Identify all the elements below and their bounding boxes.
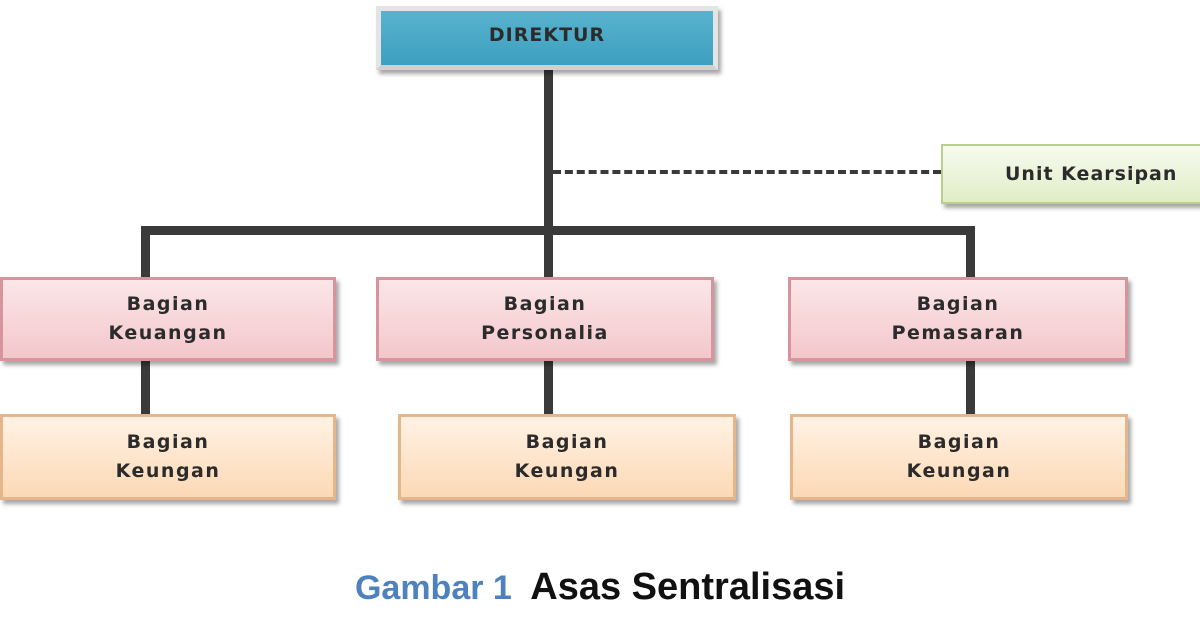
subunit-line1: Bagian [917, 430, 1001, 453]
connector-pemasaran-sub [966, 360, 975, 416]
caption-number: Gambar 1 [354, 569, 512, 607]
department-line2: Pemasaran [891, 322, 1025, 344]
director-label: DIREKTUR [488, 24, 606, 46]
figure-caption: Gambar 1 Asas Sentralisasi [0, 566, 1200, 609]
horizontal-bus-connector [141, 226, 975, 235]
connector-personalia-sub [544, 360, 553, 416]
connector-to-pemasaran [966, 226, 975, 280]
connector-keuangan-sub [141, 360, 150, 416]
department-line2: Personalia [481, 322, 609, 344]
subunit-box-3: Bagian Keungan [790, 414, 1128, 500]
unit-kearsipan-box: Unit Kearsipan [941, 144, 1200, 204]
department-line2: Keuangan [108, 322, 228, 344]
unit-label: Unit Kearsipan [1005, 163, 1178, 185]
caption-title: Asas Sentralisasi [530, 566, 846, 608]
department-line1: Bagian [503, 292, 587, 315]
director-box: DIREKTUR [376, 6, 718, 70]
director-vertical-connector [544, 70, 553, 230]
department-line1: Bagian [126, 292, 210, 315]
department-box-personalia: Bagian Personalia [376, 277, 714, 361]
connector-to-keuangan [141, 226, 150, 280]
subunit-line1: Bagian [126, 430, 210, 453]
department-box-keuangan: Bagian Keuangan [0, 277, 336, 361]
subunit-line2: Keungan [906, 460, 1012, 482]
subunit-box-1: Bagian Keungan [0, 414, 336, 500]
department-box-pemasaran: Bagian Pemasaran [788, 277, 1128, 361]
dashed-staff-connector [553, 170, 941, 174]
department-line1: Bagian [916, 292, 1000, 315]
subunit-line1: Bagian [525, 430, 609, 453]
subunit-box-2: Bagian Keungan [398, 414, 736, 500]
subunit-line2: Keungan [115, 460, 221, 482]
connector-to-personalia [544, 226, 553, 280]
subunit-line2: Keungan [514, 460, 620, 482]
